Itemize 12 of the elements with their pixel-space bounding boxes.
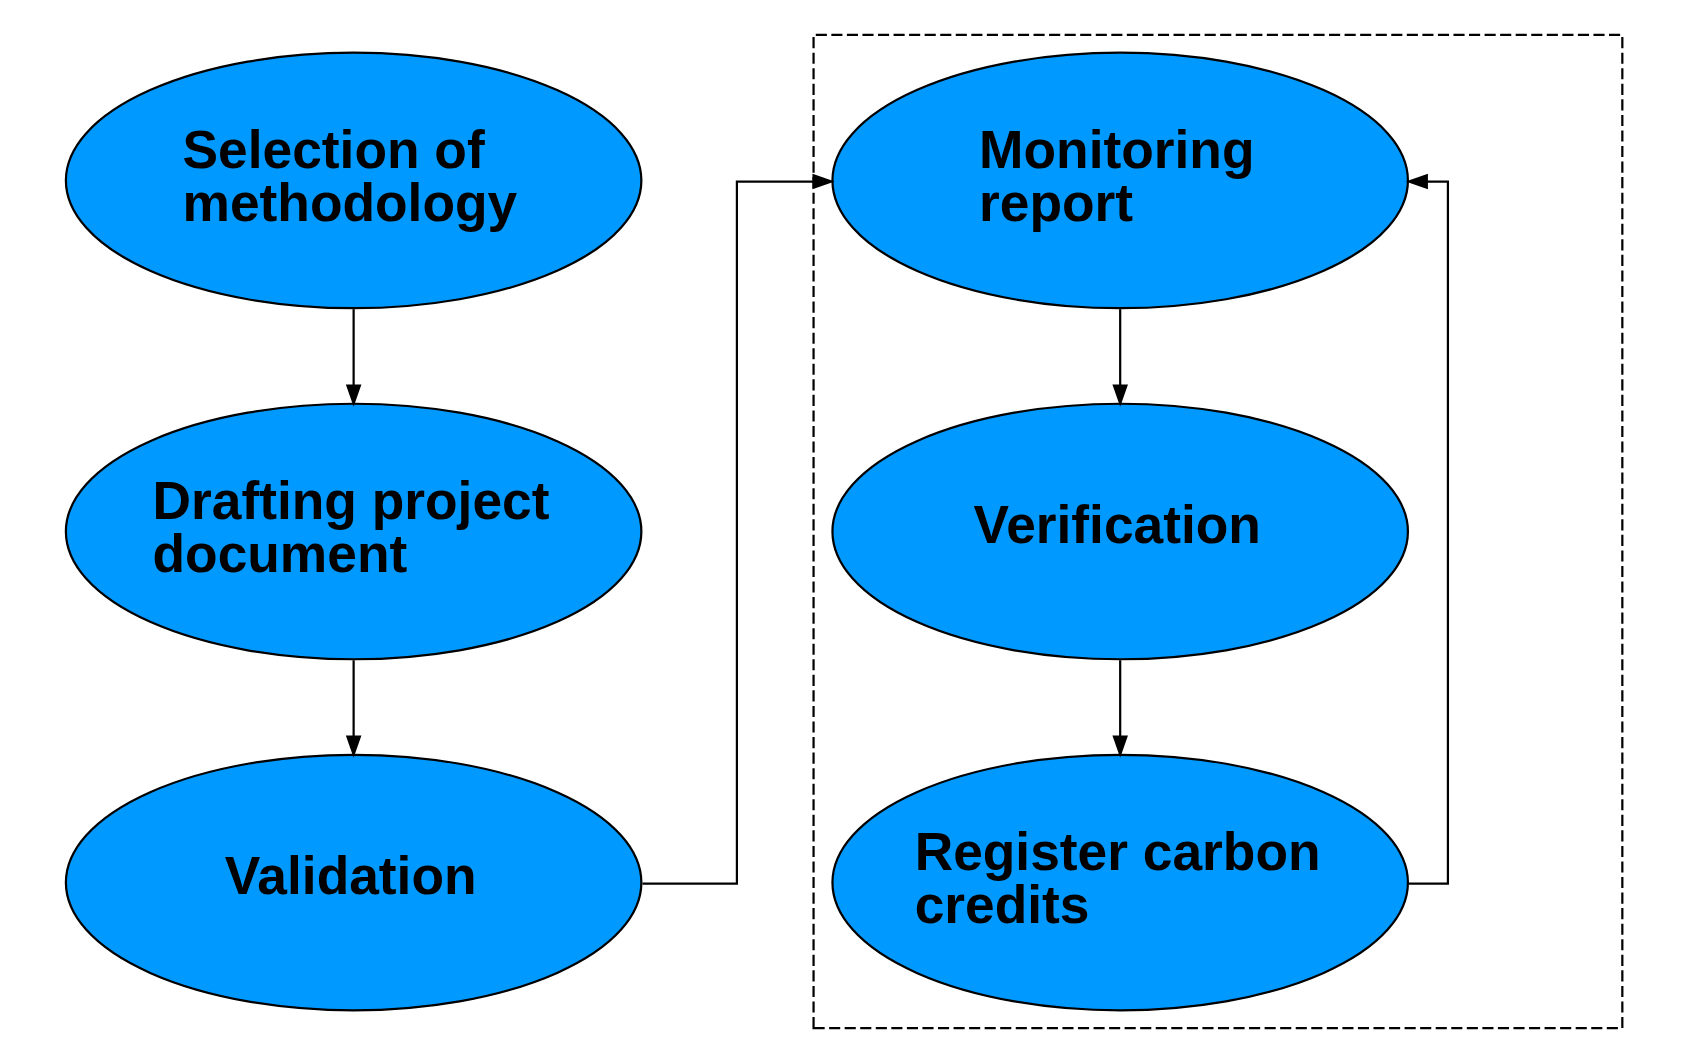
arrow — [1405, 173, 1450, 885]
arrow — [642, 173, 835, 885]
arrow — [1112, 309, 1128, 407]
arrow — [345, 660, 362, 758]
arrow — [1112, 660, 1128, 758]
node-ellipse: Monitoring report — [831, 51, 1410, 310]
arrow — [345, 309, 362, 407]
node-ellipse: Validation — [64, 753, 643, 1012]
node-ellipse: Selection of methodology — [64, 51, 643, 310]
node-ellipse: Register carbon credits — [831, 753, 1410, 1012]
node-ellipse: Drafting project document — [64, 402, 643, 661]
node-ellipse: Verification — [831, 402, 1410, 661]
